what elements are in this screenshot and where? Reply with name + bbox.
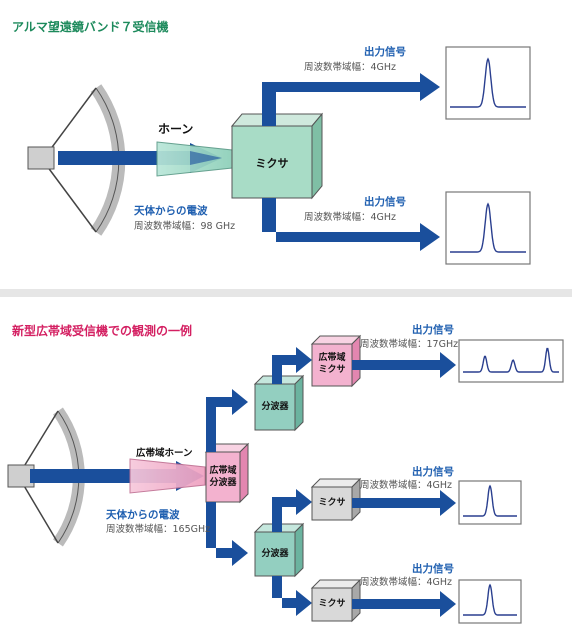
- bottom-output-1-bandwidth: 周波数帯域幅：17GHz: [360, 339, 459, 350]
- top-input-label: 天体からの電波: [134, 205, 208, 217]
- section-divider: [0, 289, 572, 297]
- bottom-input-label: 天体からの電波: [106, 509, 180, 521]
- bottom-output-2-bandwidth: 周波数帯域幅：4GHz: [360, 480, 453, 491]
- bottom-upper-arrows: [272, 347, 312, 384]
- bottom-title: 新型広帯域受信機での観測の一例: [12, 324, 193, 338]
- bottom-splitter-main-line2: 分波器: [209, 478, 237, 488]
- bottom-broadband-splitter-box: [204, 442, 250, 504]
- top-output-2-label: 出力信号: [364, 196, 406, 208]
- top-output-1-bandwidth: 周波数帯域幅：4GHz: [304, 62, 397, 73]
- bottom-splitter-main-line1: 広帯域: [209, 466, 237, 476]
- bottom-mixer-1-label: ミクサ: [318, 498, 346, 508]
- bottom-output-2-label: 出力信号: [412, 466, 454, 478]
- top-output-2-bandwidth: 周波数帯域幅：4GHz: [304, 212, 397, 223]
- top-signal-panel-1: [445, 46, 531, 120]
- top-title: アルマ望遠鏡バンド７受信機: [12, 20, 169, 34]
- top-signal-panel-2: [445, 191, 531, 265]
- bottom-splitter-lower-box: [253, 522, 305, 578]
- bottom-signal-panel-3: [458, 579, 522, 624]
- bottom-signal-panel-2: [458, 480, 522, 525]
- bottom-input-arrow: [30, 461, 204, 491]
- bottom-mixer-2-label: ミクサ: [318, 599, 346, 609]
- bottom-splitter-upper-box: [253, 374, 305, 432]
- top-mixer-box: [230, 112, 324, 200]
- top-input-arrow: [58, 143, 222, 173]
- bottom-wide-mixer-line1: 広帯域: [318, 353, 346, 363]
- bottom-branch-arrows: [206, 389, 248, 566]
- bottom-broadband-mixer-box: [310, 334, 362, 388]
- top-input-bandwidth: 周波数帯域幅：98 GHz: [134, 221, 236, 232]
- bottom-horn-label: 広帯域ホーン: [136, 448, 193, 459]
- top-horn-label: ホーン: [158, 122, 194, 136]
- bottom-output-3-label: 出力信号: [412, 563, 454, 575]
- top-mixer-label: ミクサ: [255, 157, 289, 170]
- bottom-output-arrows: [352, 352, 456, 617]
- bottom-splitter-upper-label: 分波器: [261, 402, 289, 412]
- top-output-1-label: 出力信号: [364, 46, 406, 58]
- bottom-signal-panel-1: [458, 339, 564, 383]
- bottom-wide-mixer-line2: ミクサ: [318, 365, 346, 375]
- bottom-lower-arrows: [272, 489, 312, 616]
- top-output-arrows: [262, 73, 440, 251]
- bottom-splitter-lower-label: 分波器: [261, 549, 289, 559]
- bottom-output-1-label: 出力信号: [412, 324, 454, 336]
- bottom-input-bandwidth: 周波数帯域幅：165GHz: [106, 524, 211, 535]
- bottom-horn: [129, 458, 206, 494]
- bottom-output-3-bandwidth: 周波数帯域幅：4GHz: [360, 577, 453, 588]
